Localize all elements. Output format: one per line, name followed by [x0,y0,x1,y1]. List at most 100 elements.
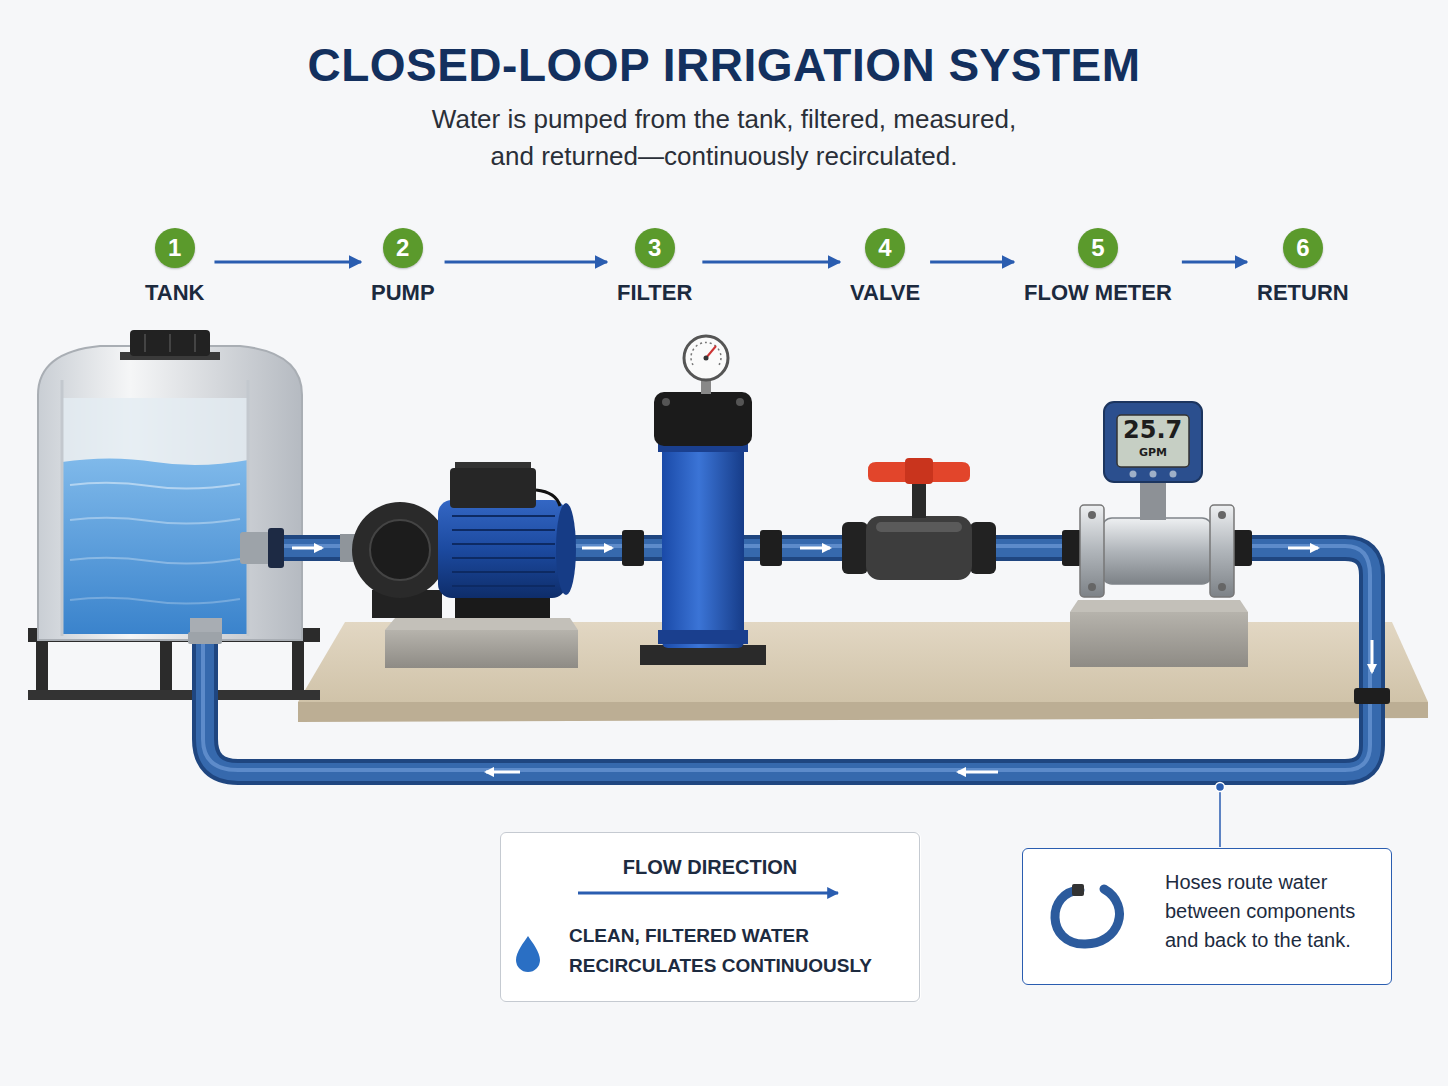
step-number: 4 [865,228,905,268]
filter-housing [662,440,744,648]
meter-base [1070,612,1248,667]
pipe-flow-arrows [292,548,1372,772]
motor-fin [452,571,555,573]
valve-handle-hub [905,458,933,484]
concrete-slab [298,622,1428,722]
step-number: 3 [635,228,675,268]
meter-base-top [1070,600,1248,612]
meter-flange [1080,505,1104,597]
tank-cap [130,330,210,356]
callout-box: Hoses route water between components and… [1022,848,1392,985]
tank-body [38,346,302,640]
stand-leg [160,642,172,692]
filter-cap [654,392,752,446]
step-number: 2 [383,228,423,268]
step-node: 4VALVE [848,228,922,306]
water-ripple [70,518,240,524]
flange-bolt [1218,583,1226,591]
motor-cable [536,490,560,506]
pump-motor [438,500,566,598]
step-node: 2PUMP [369,228,437,306]
cap-rib [169,334,171,352]
hose-icon-end [1072,884,1084,896]
stand-bottom [28,690,320,700]
valve [842,458,996,580]
pipe-arrow [1371,640,1374,672]
meter-button [1150,471,1157,478]
step-arrow [930,261,1014,264]
filter-coupling [622,530,644,566]
tank-cage [247,380,250,636]
motor-fin [452,543,555,545]
hose-coupling [268,528,284,568]
motor-end-cap [556,503,576,595]
legend-drop-sample [516,936,540,972]
pipe-arrow [486,771,520,774]
filter [622,336,782,665]
meter-neck [1140,478,1166,520]
pump-base-top [385,618,578,630]
callout-art [1022,783,1392,986]
meter-display-housing [1104,402,1202,482]
pipe-arrow [800,547,830,550]
step-arrow [214,261,361,264]
leader-dot [1216,783,1225,792]
water-ripple [70,483,240,489]
filter-coupling [760,530,782,566]
slab-top [298,622,1428,702]
cap-rib [194,334,196,352]
step-label: TANK [145,280,204,306]
meter-button [1130,471,1137,478]
motor-fin [452,529,555,531]
pump-volute [370,520,430,580]
step-label: VALVE [850,280,920,306]
flange-bolt [1088,511,1096,519]
junction-box [450,468,536,508]
cap-bolt [736,398,744,406]
gauge-hub [704,356,709,361]
motor-feet [455,596,550,618]
flow-meter [1062,402,1252,667]
legend-arrow-sample [578,892,838,895]
tank-water [62,459,248,635]
step-label: FILTER [617,280,692,306]
step-arrow [702,261,840,264]
diagram-title: CLOSED-LOOP IRRIGATION SYSTEM [0,38,1448,92]
valve-sheen [876,522,962,532]
valve-union [970,522,996,574]
legend-entry: FLOW DIRECTION [521,855,899,879]
tank-outlet-fitting [240,532,270,564]
meter-reading: 25.7 [1123,417,1182,443]
step-node: 5FLOW METER [1022,228,1174,306]
meter-coupling [1062,530,1082,566]
leader-line [1219,791,1221,847]
step-node: 3FILTER [615,228,694,306]
water-ripple [70,598,240,604]
pipe-arrow [1288,547,1318,550]
pipe-arrow [292,547,322,550]
gauge-ticks [691,343,721,365]
step-label: PUMP [371,280,435,306]
step-label: FLOW METER [1024,280,1172,306]
legend-art [500,832,921,1002]
callout-ground [1022,848,1392,985]
return-fitting [188,632,222,644]
pump-head [352,502,448,598]
flange-bolt [1218,511,1226,519]
motor-fin [452,515,555,517]
motor-fin [452,585,555,587]
tank-cage [61,380,64,636]
step-node: 1TANK [143,228,206,306]
legend-entry: CLEAN, FILTERED WATER RECIRCULATES CONTI… [521,921,899,981]
pipe-arrow [582,547,612,550]
tank-window [62,398,248,634]
water-ripple [70,558,240,564]
step-label: RETURN [1257,280,1349,306]
pump-base [385,630,578,668]
filter-band [658,630,748,644]
water-tank [38,330,302,642]
meter-coupling [1232,530,1252,566]
